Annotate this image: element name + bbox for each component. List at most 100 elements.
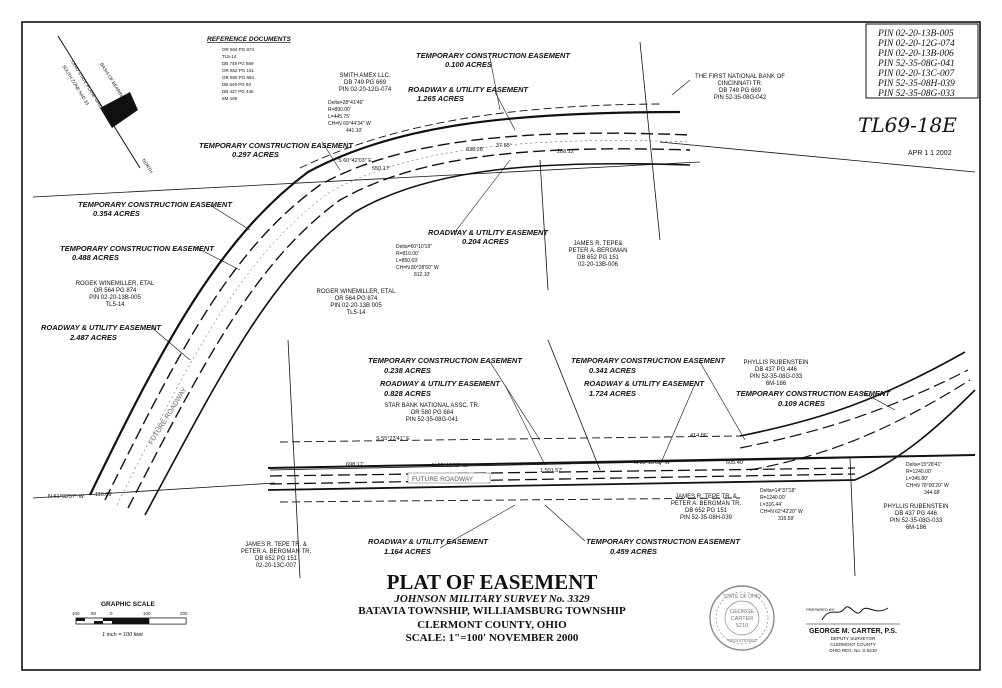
dimension-label: 838.28' — [466, 147, 484, 153]
scale-tick: 100 — [72, 611, 80, 616]
owner-block: JAMES R. TEPE TR. & PETER A. BERGMAN TR.… — [671, 494, 742, 521]
pin-item: PIN 02-20-13C-007 — [877, 69, 956, 79]
easement-label: TEMPORARY CONSTRUCTION EASEMENT — [571, 356, 726, 365]
owner-line: PETER A. BERGMAN TR. — [241, 549, 312, 555]
dimension-label: N 55°13'02" W — [432, 463, 469, 469]
property-line — [849, 457, 856, 577]
north-line — [57, 35, 141, 169]
seal-text: STATE OF OHIO — [723, 594, 761, 600]
surveyor-county: CLERMONT COUNTY — [830, 642, 875, 647]
plat-title: PLAT OF EASEMENT — [387, 570, 598, 594]
easement-label: TEMPORARY CONSTRUCTION EASEMENT — [368, 356, 523, 365]
easement-line — [144, 162, 691, 516]
easement-label: ROADWAY & UTILITY EASEMENT — [368, 537, 489, 546]
easement-area: 0.297 ACRES — [232, 150, 279, 159]
surveyor-reg: OHIO REG. No. S-5210 — [829, 648, 877, 653]
pin-item: PIN 02-20-13B-005 — [877, 29, 954, 39]
reference-item: DB 749 PG 669 — [222, 61, 254, 66]
road-edge — [104, 132, 691, 501]
owner-line: CINCINNATI TR. — [717, 81, 762, 87]
easement-label: TEMPORARY CONSTRUCTION EASEMENT — [199, 141, 354, 150]
owner-line: DB 652 PG 151 — [685, 508, 728, 514]
curve-line: CH=N 78°00'20" W — [906, 483, 949, 489]
owner-line: TL5-14 — [346, 310, 366, 316]
upper-road — [89, 103, 691, 516]
easement-area: 1.164 ACRES — [384, 547, 431, 556]
easement-label: ROADWAY & UTILITY EASEMENT — [584, 379, 705, 388]
easement-label: ROADWAY & UTILITY EASEMENT — [41, 323, 162, 332]
scale-tick: 100 — [143, 611, 151, 616]
owner-block: JAMES R. TEPE& PETER A. BERGMAN DB 652 P… — [568, 241, 627, 268]
owner-line: STAR BANK NATIONAL ASSC. TR. — [384, 403, 479, 409]
owner-line: SMITH AMEX LLC. — [339, 73, 391, 79]
owner-line: OR 580 PG 684 — [411, 410, 454, 416]
owner-line: 6M-186 — [906, 525, 927, 531]
owner-line: PIN 02-20-13B-005 — [89, 295, 141, 301]
owner-line: PETER A. BERGMAN TR. — [671, 501, 742, 507]
owner-block: PHYLLIS RUBENSTEIN DB 437 PG 446 PIN 52-… — [883, 504, 948, 531]
dimension-label: 414.86' — [690, 433, 708, 439]
owner-line: THE FIRST NATIONAL BANK OF — [695, 74, 785, 80]
curve-line: R=890.00' — [328, 107, 351, 113]
reference-item: TL5-14 — [222, 54, 237, 59]
owner-line: PIN 52-35-08G-041 — [406, 417, 459, 423]
dimension-label: S 60°42'03" E — [338, 158, 372, 164]
owner-block: STAR BANK NATIONAL ASSC. TR. OR 580 PG 6… — [384, 403, 479, 423]
curve-line: CH=N 80°28'50" W — [396, 265, 439, 271]
owner-line: PETER A. BERGMAN — [568, 248, 627, 254]
seal-text: REGISTERED — [727, 638, 757, 643]
temp-easement-line — [279, 435, 741, 443]
future-roadway-label: FUTURE ROADWAY — [412, 476, 474, 483]
dimension-label: 288.12' — [557, 149, 575, 155]
owner-line: TL5-14 — [105, 302, 125, 308]
owner-line: DB 749 PG 669 — [719, 88, 762, 94]
easement-line — [267, 479, 856, 491]
reference-item: DB 649 PG 84 — [222, 82, 252, 87]
title-line: BATAVIA TOWNSHIP, WILLIAMSBURG TOWNSHIP — [358, 605, 626, 617]
dimension-label: N 55°13'02" W — [634, 460, 671, 466]
curve-line: CH=N 69°44'34" W — [328, 121, 371, 127]
easement-label: TEMPORARY CONSTRUCTION EASEMENT — [416, 51, 571, 60]
curve-line: Delta=60°10'19" — [396, 244, 432, 250]
curve-data: Delta=28°41'46" R=890.00' L=445.75' CH=N… — [328, 100, 949, 522]
curve-line: R=1240.00' — [906, 469, 932, 475]
road-edge — [749, 379, 971, 471]
owner-line: DB 652 PG 151 — [255, 556, 298, 562]
easement-line — [267, 454, 976, 469]
owner-blocks: SMITH AMEX LLC. DB 749 PG 669 PIN 02-20-… — [76, 73, 949, 569]
sheet-border — [21, 21, 981, 671]
easement-label: TEMPORARY CONSTRUCTION EASEMENT — [586, 537, 741, 546]
prepared-by: PREPARED BY: — [806, 607, 835, 612]
easement-area: 0.109 ACRES — [778, 399, 825, 408]
owner-line: JAMES R. TEPE TR. & — [245, 542, 307, 548]
dimension-label: S 55°23'41" E — [376, 436, 410, 442]
easement-area: 0.459 ACRES — [610, 547, 657, 556]
property-line — [547, 339, 601, 471]
lower-road — [267, 351, 976, 503]
basis-line: BASIS OF BEARINGS — [99, 62, 127, 103]
dimension-label: 116.89' — [95, 492, 112, 498]
owner-line: DB 437 PG 446 — [755, 367, 798, 373]
surveyor-block: PREPARED BY: GEORGE M. CARTER, P.S. DEPU… — [806, 606, 900, 653]
property-line — [659, 141, 976, 173]
easement-area: 0.100 ACRES — [445, 60, 492, 69]
easement-area: 0.828 ACRES — [384, 389, 431, 398]
curve-line: R=810.00' — [396, 251, 419, 257]
easement-label: ROADWAY & UTILITY EASEMENT — [428, 228, 549, 237]
dimension-label: 550.17' — [372, 166, 390, 172]
owner-line: PIN 52-35-08G-042 — [714, 95, 767, 101]
curve-line: R=1240.00' — [760, 495, 786, 501]
owner-line: PIN 02-20-12G-074 — [339, 87, 392, 93]
curve-line: Delta=28°41'46" — [328, 100, 364, 106]
owner-block: PHYLLIS RUBENSTEIN DB 437 PG 446 PIN 52-… — [743, 360, 808, 387]
easement-label: TEMPORARY CONSTRUCTION EASEMENT — [736, 389, 891, 398]
temp-easement-line — [299, 103, 661, 169]
dimension-label: N 61°03'57" W — [48, 494, 85, 500]
property-lines — [32, 41, 976, 579]
leader-lines — [149, 57, 896, 549]
pin-item: PIN 52-35-08G-041 — [877, 59, 955, 69]
basis-of-bearings: BASIS OF BEARINGS OHIO STATE PLANE GRID … — [57, 35, 154, 174]
temp-easement-line — [279, 497, 741, 503]
